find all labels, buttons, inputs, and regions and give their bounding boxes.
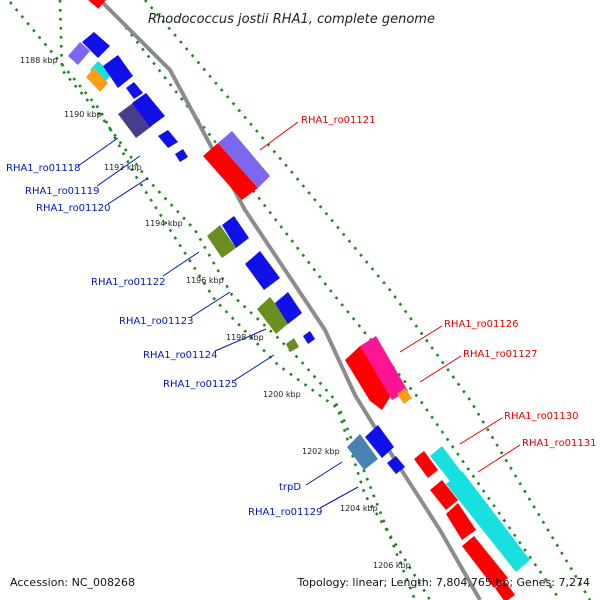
leader-line-rha1_ro01126 — [399, 325, 443, 353]
genes-right-strand — [203, 131, 530, 600]
leader-line-rha1_ro01119 — [96, 155, 141, 187]
gene-label-rha1_ro01121[interactable]: RHA1_ro01121 — [301, 115, 376, 126]
leader-line-rha1_ro01121 — [259, 121, 299, 151]
gene-label-rha1_ro01127[interactable]: RHA1_ro01127 — [463, 349, 538, 360]
leader-line-rha1_ro01131 — [477, 444, 521, 473]
gene-orange-2[interactable] — [397, 388, 412, 404]
genome-title: Rhodococcus jostii RHA1, complete genome — [148, 12, 435, 27]
gene-label-rha1_ro01131[interactable]: RHA1_ro01131 — [522, 438, 597, 449]
right-gene-labels: RHA1_ro01121RHA1_ro01126RHA1_ro01127RHA1… — [259, 115, 597, 473]
gene-label-rha1_ro01122[interactable]: RHA1_ro01122 — [91, 277, 166, 288]
gene-red-3[interactable] — [414, 451, 438, 478]
ruler-label-1198: 1198 kbp — [226, 333, 264, 342]
gene-blue-10[interactable] — [303, 331, 315, 344]
gene-label-trpd[interactable]: trpD — [279, 482, 301, 493]
leader-line-rha1_ro01124 — [214, 328, 267, 352]
ruler-label-1202: 1202 kbp — [302, 447, 340, 456]
gene-steel-1[interactable] — [347, 434, 378, 470]
gene-blue-7[interactable] — [222, 216, 249, 248]
gene-blue-8[interactable] — [245, 251, 280, 290]
leader-line-rha1_ro01129 — [319, 486, 359, 509]
leader-line-rha1_ro01127 — [419, 355, 462, 383]
gene-red-4[interactable] — [430, 480, 458, 510]
gene-blue-5[interactable] — [158, 130, 178, 148]
leader-line-rha1_ro01118 — [77, 137, 119, 167]
leader-line-rha1_ro01123 — [190, 291, 231, 318]
leader-line-rha1_ro01120 — [107, 177, 149, 205]
gene-red-6[interactable] — [462, 536, 508, 588]
gene-blue-12[interactable] — [387, 456, 405, 474]
tick-line-outer-right — [118, 19, 562, 600]
gene-blue-1[interactable] — [82, 32, 110, 58]
gene-olive-2[interactable] — [257, 297, 290, 334]
ruler-label-1188: 1188 kbp — [20, 56, 58, 65]
ruler-label-1190: 1190 kbp — [64, 110, 102, 119]
gene-blue-3[interactable] — [126, 82, 143, 99]
gene-red-2[interactable] — [345, 346, 392, 410]
leader-line-trpd — [305, 461, 343, 486]
gene-violet-1[interactable] — [68, 42, 90, 65]
gene-label-rha1_ro01125[interactable]: RHA1_ro01125 — [163, 379, 238, 390]
genome-backbone — [98, 0, 482, 600]
gene-pink-1[interactable] — [360, 336, 408, 400]
ruler-label-1196: 1196 kbp — [186, 276, 224, 285]
gene-label-rha1_ro01126[interactable]: RHA1_ro01126 — [444, 319, 519, 330]
gene-olive-1[interactable] — [207, 225, 236, 258]
leader-line-rha1_ro01125 — [234, 354, 275, 381]
gene-olive-3[interactable] — [286, 338, 299, 352]
ruler-label-1200: 1200 kbp — [263, 390, 301, 399]
gene-red-7[interactable] — [495, 581, 515, 600]
gene-label-rha1_ro01120[interactable]: RHA1_ro01120 — [36, 203, 111, 214]
gene-dark-slate-1[interactable] — [118, 103, 152, 138]
gene-blue-2[interactable] — [103, 55, 133, 88]
genes-left-strand — [68, 0, 405, 474]
gene-orange-1[interactable] — [86, 68, 108, 92]
gene-label-rha1_ro01118[interactable]: RHA1_ro01118 — [6, 163, 81, 174]
gene-label-rha1_ro01119[interactable]: RHA1_ro01119 — [25, 186, 100, 197]
ruler-label-1204: 1204 kbp — [340, 504, 378, 513]
gene-blue-6[interactable] — [175, 149, 188, 162]
gene-cyan-3[interactable] — [446, 471, 530, 572]
gene-blue-9[interactable] — [275, 292, 302, 324]
genome-summary-text: Topology: linear; Length: 7,804,765 bp; … — [296, 576, 590, 589]
gene-blue-4[interactable] — [132, 93, 165, 127]
gene-red-5[interactable] — [446, 503, 476, 540]
tick-line-outer-left — [58, 0, 432, 600]
accession-text: Accession: NC_008268 — [10, 576, 135, 589]
gene-red-1[interactable] — [203, 143, 258, 200]
gene-label-rha1_ro01129[interactable]: RHA1_ro01129 — [248, 507, 323, 518]
gene-label-rha1_ro01124[interactable]: RHA1_ro01124 — [143, 350, 218, 361]
left-gene-labels: RHA1_ro01118RHA1_ro01119RHA1_ro01120RHA1… — [6, 137, 359, 518]
gene-top-cut-red[interactable] — [79, 0, 108, 9]
gene-blue-11[interactable] — [365, 425, 394, 458]
leader-line-rha1_ro01130 — [459, 417, 503, 445]
ruler-label-1194: 1194 kbp — [145, 219, 183, 228]
ruler-label-1206: 1206 kbp — [373, 561, 411, 570]
gene-label-rha1_ro01130[interactable]: RHA1_ro01130 — [504, 411, 579, 422]
leader-line-rha1_ro01122 — [162, 251, 200, 277]
tick-lines — [9, 0, 592, 600]
gene-label-rha1_ro01123[interactable]: RHA1_ro01123 — [119, 316, 194, 327]
gene-cyan-1[interactable] — [90, 61, 112, 83]
tick-line-inner-right — [144, 0, 592, 600]
gene-violet-2[interactable] — [218, 131, 270, 188]
